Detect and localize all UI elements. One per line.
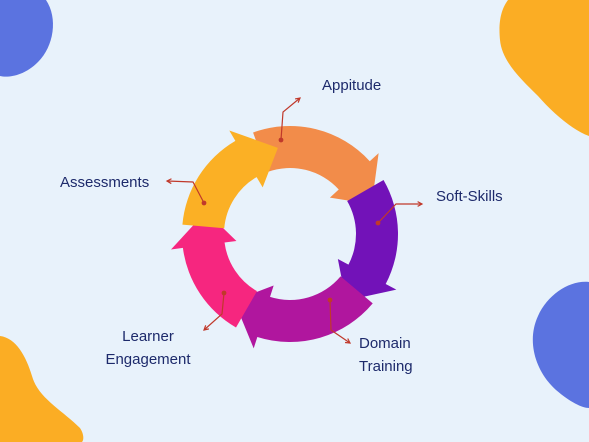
label-learner-engagement-line1: Learner <box>122 328 174 345</box>
connector-arrowhead-2 <box>417 201 424 207</box>
connector-dot-4 <box>221 290 227 296</box>
label-appitude-text: Appitude <box>322 77 382 94</box>
blob-top-left <box>0 0 53 77</box>
connector-line-5 <box>166 180 205 204</box>
connector-dot-2 <box>375 220 381 226</box>
connector-line-3 <box>329 299 351 344</box>
connector-dot-3 <box>327 297 333 303</box>
connector-arrowhead-4 <box>203 325 210 331</box>
connector-line-4 <box>203 292 225 331</box>
label-appitude: Appitude <box>322 74 381 97</box>
cycle-arrow-1 <box>253 125 379 205</box>
connector-arrowhead-5 <box>165 178 172 185</box>
cycle-arrow-5 <box>182 130 278 229</box>
label-learner-engagement-line2: Engagement <box>105 351 191 368</box>
label-soft-skills-text: Soft-Skills <box>436 188 503 205</box>
blob-bottom-left <box>0 336 84 442</box>
connector-line-2 <box>377 203 422 224</box>
cycle-arrow-3 <box>234 276 373 349</box>
connector-dot-1 <box>278 137 284 143</box>
blob-bottom-right <box>532 281 589 408</box>
label-domain-training-line2: Training <box>359 358 413 375</box>
label-domain-training-line1: Domain <box>359 335 411 352</box>
cycle-arrow-4 <box>171 211 257 328</box>
label-soft-skills: Soft-Skills <box>436 185 503 208</box>
label-assessments: Assessments <box>60 171 149 194</box>
label-assessments-text: Assessments <box>60 174 150 191</box>
blob-top-right <box>499 0 589 136</box>
connector-dot-5 <box>201 200 207 206</box>
label-domain-training: Domain Training <box>359 332 413 378</box>
connector-arrowhead-3 <box>344 338 352 344</box>
connector-line-1 <box>280 97 301 141</box>
cycle-arrow-2 <box>337 180 398 301</box>
connector-arrowhead-1 <box>294 97 301 103</box>
label-learner-engagement: Learner Engagement <box>98 325 198 371</box>
